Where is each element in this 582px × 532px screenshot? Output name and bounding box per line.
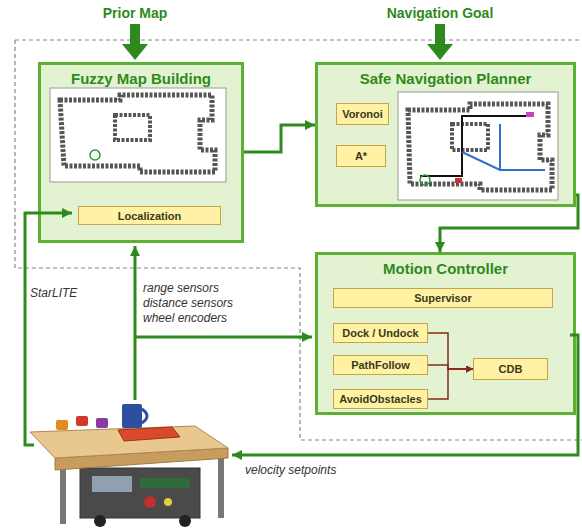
label-holder: velocity setpoints (245, 460, 336, 478)
text-label: range sensors (143, 281, 219, 295)
flow-connector (428, 333, 473, 369)
label-holder: wheel encoders (143, 308, 227, 326)
dashed-region (15, 40, 582, 440)
module-box: Localization (78, 206, 221, 225)
module-label: PathFollow (351, 359, 410, 371)
module-label: Voronoi (342, 108, 383, 120)
module-label: AvoidObstacles (339, 393, 422, 405)
module-label: CDB (499, 363, 523, 375)
flow-connector (440, 195, 578, 252)
module-box: A* (336, 145, 386, 167)
text-label: wheel encoders (143, 311, 227, 325)
label-holder: distance sensors (143, 293, 233, 311)
fuzzy-map (50, 88, 226, 182)
label-holder: Prior Map (103, 4, 168, 22)
text-label: velocity setpoints (245, 463, 336, 477)
module-box: Supervisor (333, 288, 553, 308)
component-title: Safe Navigation Planner (318, 65, 573, 87)
text-label: StarLITE (30, 286, 77, 300)
label-holder: range sensors (143, 278, 219, 296)
text-label: Navigation Goal (387, 5, 494, 21)
robot-illustration (30, 404, 228, 527)
module-label: A* (355, 150, 367, 162)
flow-connector (428, 369, 473, 399)
text-label: distance sensors (143, 296, 233, 310)
label-holder: StarLITE (30, 283, 77, 301)
module-label: Dock / Undock (342, 327, 418, 339)
input-arrow (122, 24, 453, 60)
module-box: CDB (473, 358, 548, 380)
component-title: Fuzzy Map Building (41, 65, 241, 87)
module-box: Dock / Undock (333, 323, 428, 343)
label-holder: Navigation Goal (387, 4, 494, 22)
signal-line (25, 213, 578, 455)
text-label: Prior Map (103, 5, 168, 21)
flow-connector (244, 125, 315, 152)
component-title: Motion Controller (318, 255, 573, 277)
module-box: AvoidObstacles (333, 389, 428, 409)
module-box: PathFollow (333, 355, 428, 375)
planner-map (398, 92, 558, 200)
module-label: Supervisor (414, 292, 471, 304)
module-label: Localization (118, 210, 182, 222)
module-box: Voronoi (336, 103, 389, 125)
